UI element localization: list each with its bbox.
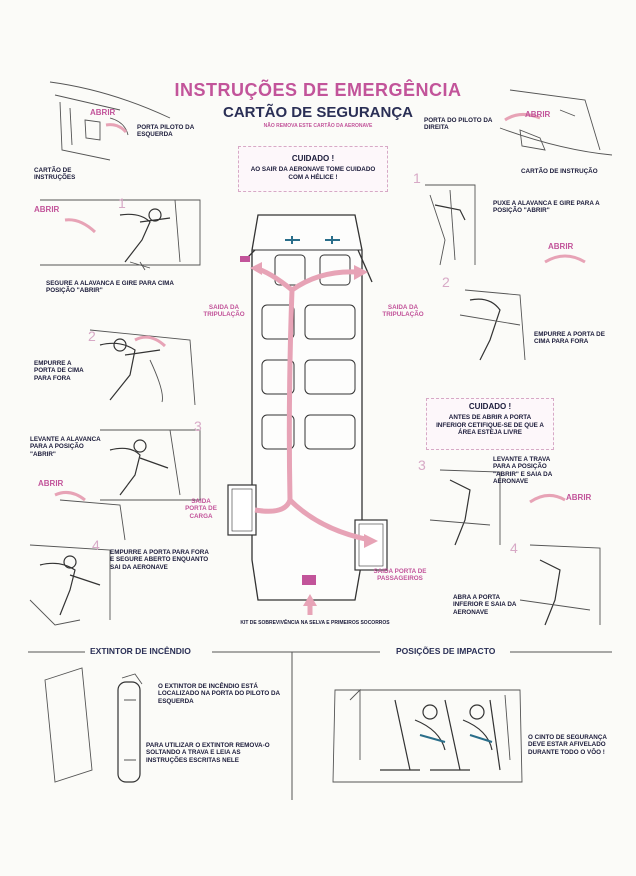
right-card-label: CARTÃO DE INSTRUÇÃO bbox=[521, 168, 598, 175]
right-step4-text: ABRA A PORTA INFERIOR E SAIA DA AERONAVE bbox=[453, 594, 517, 616]
left-door-label: PORTA PILOTO DA ESQUERDA bbox=[137, 124, 195, 139]
caution-lower-text: ANTES DE ABRIR A PORTA INFERIOR CETIFIQU… bbox=[436, 414, 544, 437]
aircraft-floorplan bbox=[227, 214, 388, 615]
right-step2-sketch bbox=[459, 254, 586, 361]
section-dividers bbox=[28, 651, 612, 800]
right-step4-sketch bbox=[519, 544, 601, 626]
left-door-open-label: ABRIR bbox=[90, 108, 116, 117]
right-step2-text: EMPURRE A PORTA DE CIMA PARA FORA bbox=[534, 331, 605, 346]
caution-lower-door-box: CUIDADO ! ANTES DE ABRIR A PORTA INFERIO… bbox=[426, 398, 554, 450]
right-step3-sketch bbox=[429, 469, 566, 546]
extinguisher-usage-text: PARA UTILIZAR O EXTINTOR REMOVA-O SOLTAN… bbox=[146, 742, 270, 764]
left-step2-sketch bbox=[89, 329, 196, 406]
right-door-label: PORTA DO PILOTO DA DIREITA bbox=[424, 117, 493, 132]
crew-exit-left-label: SAIDA DA TRIPULAÇÃO bbox=[203, 304, 245, 319]
right-step2-number: 2 bbox=[442, 274, 450, 290]
page-title: INSTRUÇÕES DE EMERGÊNCIA bbox=[174, 80, 462, 100]
right-step1-sketch bbox=[425, 184, 476, 266]
impact-heading: POSIÇÕES DE IMPACTO bbox=[396, 646, 496, 656]
left-card-label: CARTÃO DE INSTRUÇÕES bbox=[34, 167, 76, 182]
left-step1-open-label: ABRIR bbox=[34, 205, 60, 214]
caution-top-title: CUIDADO ! bbox=[291, 154, 335, 163]
extinguisher-location-text: O EXTINTOR DE INCÊNDIO ESTÁ LOCALIZADO N… bbox=[158, 683, 280, 705]
left-step4-sketch bbox=[29, 544, 111, 626]
left-step3-text: LEVANTE A ALAVANCA PARA A POSIÇÃO "ABRIR… bbox=[30, 436, 101, 458]
extinguisher-sketch bbox=[44, 667, 143, 783]
caution-top-text: AO SAIR DA AERONAVE TOME CUIDADO COM A H… bbox=[250, 166, 376, 181]
caution-top-box: CUIDADO ! AO SAIR DA AERONAVE TOME CUIDA… bbox=[238, 146, 388, 192]
left-step3-open-label: ABRIR bbox=[38, 479, 64, 488]
left-step3-sketch bbox=[54, 429, 201, 541]
left-step1-number: 1 bbox=[118, 195, 126, 211]
left-step1-text: SEGURE A ALAVANCA E GIRE PARA CIMA POSIÇ… bbox=[46, 280, 174, 295]
extinguisher-heading: EXTINTOR DE INCÊNDIO bbox=[90, 646, 191, 656]
left-step2-text: EMPURRE A PORTA DE CIMA PARA FORA bbox=[34, 360, 84, 382]
crew-exit-right-label: SAIDA DA TRIPULAÇÃO bbox=[382, 304, 424, 319]
right-step1-text: PUXE A ALAVANCA E GIRE PARA A POSIÇÃO "A… bbox=[493, 200, 600, 215]
survival-kit-label: KIT DE SOBREVIVÊNCIA NA SELVA E PRIMEIRO… bbox=[240, 620, 390, 626]
do-not-remove-note: NÃO REMOVA ESTE CARTÃO DA AERONAVE bbox=[263, 123, 373, 129]
page-subtitle: CARTÃO DE SEGURANÇA bbox=[222, 104, 413, 121]
caution-lower-title: CUIDADO ! bbox=[468, 402, 512, 411]
impact-positions-sketch bbox=[332, 688, 523, 783]
cargo-exit-label: SAIDA PORTA DE CARGA bbox=[185, 498, 217, 520]
left-step2-number: 2 bbox=[88, 328, 96, 344]
right-step1-number: 1 bbox=[413, 170, 421, 186]
passenger-exit-label: SAIDA PORTA DE PASSAGEIROS bbox=[373, 568, 427, 583]
left-step4-text: EMPURRE A PORTA PARA FORA E SEGURE ABERT… bbox=[110, 549, 209, 571]
right-step3-open-label: ABRIR bbox=[566, 493, 592, 502]
right-pilot-door-sketch bbox=[499, 89, 613, 156]
left-step3-number: 3 bbox=[194, 418, 202, 434]
left-pilot-door-sketch bbox=[49, 81, 171, 161]
left-step1-sketch bbox=[40, 199, 201, 271]
right-step1-open-label: ABRIR bbox=[548, 242, 574, 251]
right-step3-text: LEVANTE A TRAVA PARA A POSIÇÃO "ABRIR" E… bbox=[493, 456, 553, 486]
right-step4-number: 4 bbox=[510, 540, 518, 556]
right-door-open-label: ABRIR bbox=[525, 110, 551, 119]
right-step3-number: 3 bbox=[418, 457, 426, 473]
seatbelt-text: O CINTO DE SEGURANÇA DEVE ESTAR AFIVELAD… bbox=[528, 734, 607, 756]
left-step4-number: 4 bbox=[92, 537, 100, 553]
